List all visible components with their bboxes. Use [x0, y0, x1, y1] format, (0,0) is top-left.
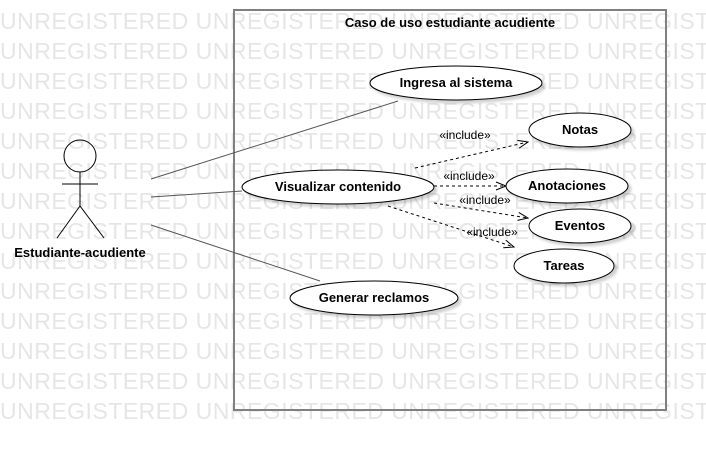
include-label-anotaciones: «include» [443, 169, 495, 183]
association-ingresa [150, 100, 399, 180]
use-case-anotaciones[interactable]: Anotaciones [505, 168, 629, 204]
use-case-anotaciones-label: Anotaciones [528, 178, 606, 193]
include-arrow-eventos [433, 202, 528, 218]
actor-right-leg [79, 205, 105, 239]
include-label-notas: «include» [439, 128, 491, 142]
use-case-ingresa-label: Ingresa al sistema [400, 75, 513, 90]
use-case-eventos-ellipse [528, 208, 632, 244]
use-case-ingresa-ellipse [369, 65, 543, 101]
association-visualizar [150, 190, 243, 198]
actor-name: Estudiante-acudiente [14, 245, 145, 260]
watermark-text: UNREGISTERED UNREGISTERED UNREGISTERED U… [0, 38, 706, 64]
use-case-anotaciones-ellipse [505, 168, 629, 204]
watermark-text: UNREGISTERED UNREGISTERED UNREGISTERED U… [0, 8, 706, 34]
watermark-text: UNREGISTERED UNREGISTERED UNREGISTERED U… [0, 338, 706, 364]
use-case-tareas-label: Tareas [544, 258, 585, 273]
watermark-text: UNREGISTERED UNREGISTERED UNREGISTERED U… [0, 308, 706, 334]
use-case-tareas-ellipse [513, 248, 615, 284]
use-case-generar-ellipse [289, 280, 459, 316]
system-boundary [233, 9, 667, 411]
include-label-eventos: «include» [459, 193, 511, 207]
use-case-visualizar-ellipse [241, 169, 435, 205]
system-title: Caso de uso estudiante acudiente [345, 15, 555, 30]
use-case-visualizar-label: Visualizar contenido [275, 179, 401, 194]
use-case-notas[interactable]: Notas [528, 112, 632, 148]
watermark-text: UNREGISTERED UNREGISTERED UNREGISTERED U… [0, 368, 706, 394]
use-case-notas-label: Notas [562, 122, 598, 137]
actor-stick-figure [56, 139, 105, 239]
watermark-text: UNREGISTERED UNREGISTERED UNREGISTERED U… [0, 98, 706, 124]
use-case-eventos-label: Eventos [555, 218, 606, 233]
use-case-ingresa[interactable]: Ingresa al sistema [369, 65, 543, 101]
actor-left-leg [56, 205, 81, 239]
include-arrow-notas [414, 142, 528, 169]
include-arrow-tareas [387, 205, 514, 247]
watermark-text: UNREGISTERED UNREGISTERED UNREGISTERED U… [0, 128, 706, 154]
use-case-eventos[interactable]: Eventos [528, 208, 632, 244]
include-label-tareas: «include» [466, 225, 518, 239]
use-case-generar[interactable]: Generar reclamos [289, 280, 459, 316]
actor-head [63, 139, 97, 173]
use-case-generar-label: Generar reclamos [319, 290, 430, 305]
use-case-tareas[interactable]: Tareas [513, 248, 615, 284]
association-generar [150, 224, 321, 282]
use-case-notas-ellipse [528, 112, 632, 148]
use-case-visualizar[interactable]: Visualizar contenido [241, 169, 435, 205]
